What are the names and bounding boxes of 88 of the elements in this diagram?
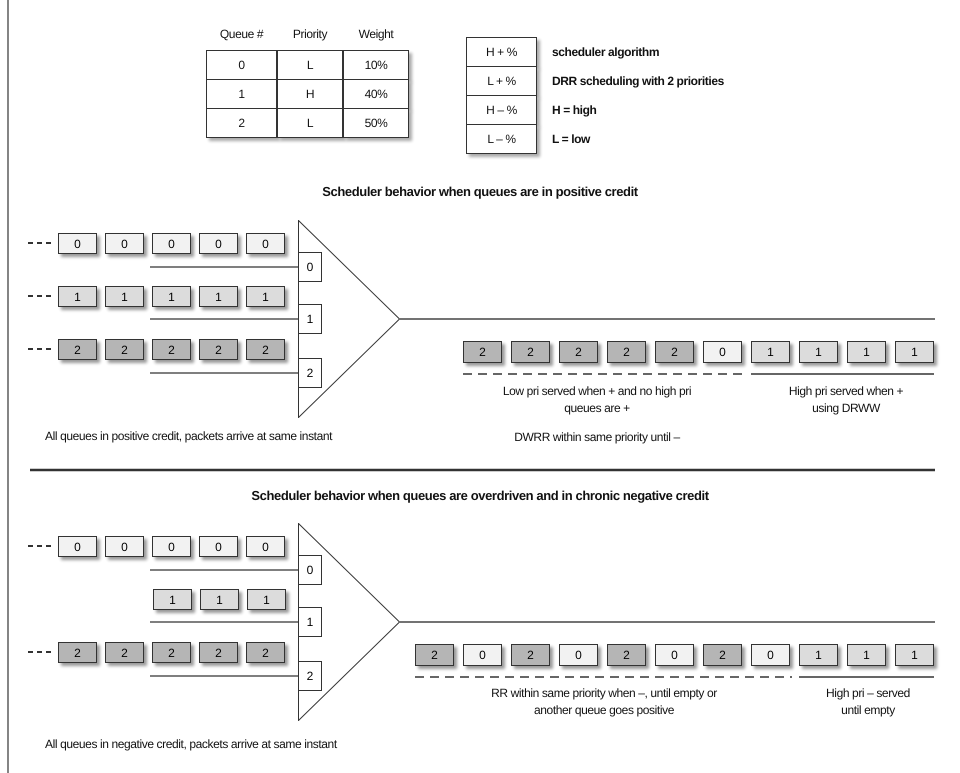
packet-box: 0 — [246, 233, 285, 254]
packet-box: 2 — [463, 341, 502, 363]
table-cell: 0 — [206, 50, 277, 80]
column-header: Queue # — [218, 27, 264, 41]
table-cell: L — [277, 108, 343, 138]
packet-box: 2 — [511, 341, 550, 363]
packet-box: 1 — [847, 341, 886, 363]
output-line — [400, 318, 935, 320]
column-header: Priority — [292, 27, 328, 41]
packet-box: 2 — [58, 642, 97, 663]
annotation-text: High pri – served until empty — [825, 685, 911, 719]
section-title: Scheduler behavior when queues are overdriven and in chronic negative credit — [250, 488, 710, 503]
table-cell: L + % — [466, 66, 537, 96]
annotation-text: High pri served when + using DRWW — [788, 383, 904, 417]
legend-description: DRR scheduling with 2 priorities — [552, 73, 725, 90]
legend-description: scheduler algorithm — [552, 44, 660, 61]
packet-box: 1 — [105, 286, 144, 307]
packet-box: 2 — [58, 339, 97, 360]
packet-box: 1 — [751, 341, 790, 363]
queue-port-box: 1 — [298, 304, 322, 334]
packet-box: 0 — [58, 536, 97, 557]
table-cell: 40% — [343, 79, 409, 109]
packet-box: 0 — [152, 536, 191, 557]
packet-box: 0 — [751, 644, 790, 666]
packet-box: 1 — [799, 341, 838, 363]
packet-box: 2 — [246, 642, 285, 663]
table-cell: H – % — [466, 95, 537, 125]
table-cell: H + % — [466, 37, 537, 67]
packet-box: 0 — [105, 536, 144, 557]
annotation-text: RR within same priority when –, until empty or another queue goes positive — [490, 685, 718, 719]
packet-box: 2 — [152, 642, 191, 663]
packet-box: 2 — [655, 341, 694, 363]
packet-box: 2 — [559, 341, 598, 363]
packet-box: 1 — [847, 644, 886, 666]
scheduler-triangle — [298, 523, 400, 721]
packet-box: 1 — [152, 286, 191, 307]
table-cell: L — [277, 50, 343, 80]
table-cell: 10% — [343, 50, 409, 80]
table-cell: 50% — [343, 108, 409, 138]
annotation-text: Low pri served when + and no high pri queues are + — [502, 383, 692, 417]
packet-box: 2 — [199, 642, 238, 663]
packet-box: 2 — [199, 339, 238, 360]
queue-port-box: 1 — [298, 607, 322, 637]
packet-box: 0 — [105, 233, 144, 254]
packet-box: 1 — [58, 286, 97, 307]
column-header: Weight — [358, 27, 395, 41]
packet-box: 0 — [246, 536, 285, 557]
packet-box: 2 — [703, 644, 742, 666]
packet-box: 1 — [895, 644, 934, 666]
table-cell: 2 — [206, 108, 277, 138]
packet-box: 2 — [105, 339, 144, 360]
caption-text: All queues in positive credit, packets arrive at same instant — [45, 429, 334, 443]
queue-port-box: 2 — [298, 358, 322, 388]
annotation-text: DWRR within same priority until – — [513, 429, 682, 446]
table-cell: L – % — [466, 124, 537, 154]
packet-box: 0 — [463, 644, 502, 666]
packet-box: 1 — [246, 286, 285, 307]
packet-box: 2 — [105, 642, 144, 663]
packet-box: 2 — [511, 644, 550, 666]
queue-port-box: 2 — [298, 661, 322, 691]
packet-box: 2 — [607, 341, 646, 363]
packet-box: 1 — [153, 589, 192, 610]
queue-port-box: 0 — [298, 252, 322, 282]
packet-box: 2 — [607, 644, 646, 666]
packet-box: 0 — [152, 233, 191, 254]
packet-box: 0 — [703, 341, 742, 363]
output-line — [400, 621, 935, 623]
packet-box: 1 — [200, 589, 239, 610]
table-cell: 1 — [206, 79, 277, 109]
caption-text: All queues in negative credit, packets arrive at same instant — [45, 737, 338, 751]
queue-port-box: 0 — [298, 555, 322, 585]
table-cell: H — [277, 79, 343, 109]
section-title: Scheduler behavior when queues are in positive credit — [321, 184, 639, 199]
packet-box: 2 — [246, 339, 285, 360]
packet-box: 2 — [152, 339, 191, 360]
packet-box: 1 — [799, 644, 838, 666]
packet-box: 0 — [58, 233, 97, 254]
packet-box: 0 — [559, 644, 598, 666]
packet-box: 1 — [895, 341, 934, 363]
legend-description: L = low — [552, 131, 592, 148]
legend-description: H = high — [552, 102, 598, 119]
packet-box: 0 — [655, 644, 694, 666]
packet-box: 1 — [247, 589, 286, 610]
packet-box: 1 — [199, 286, 238, 307]
packet-box: 0 — [199, 233, 238, 254]
packet-box: 0 — [199, 536, 238, 557]
packet-box: 2 — [415, 644, 454, 666]
scheduler-triangle — [298, 220, 400, 418]
